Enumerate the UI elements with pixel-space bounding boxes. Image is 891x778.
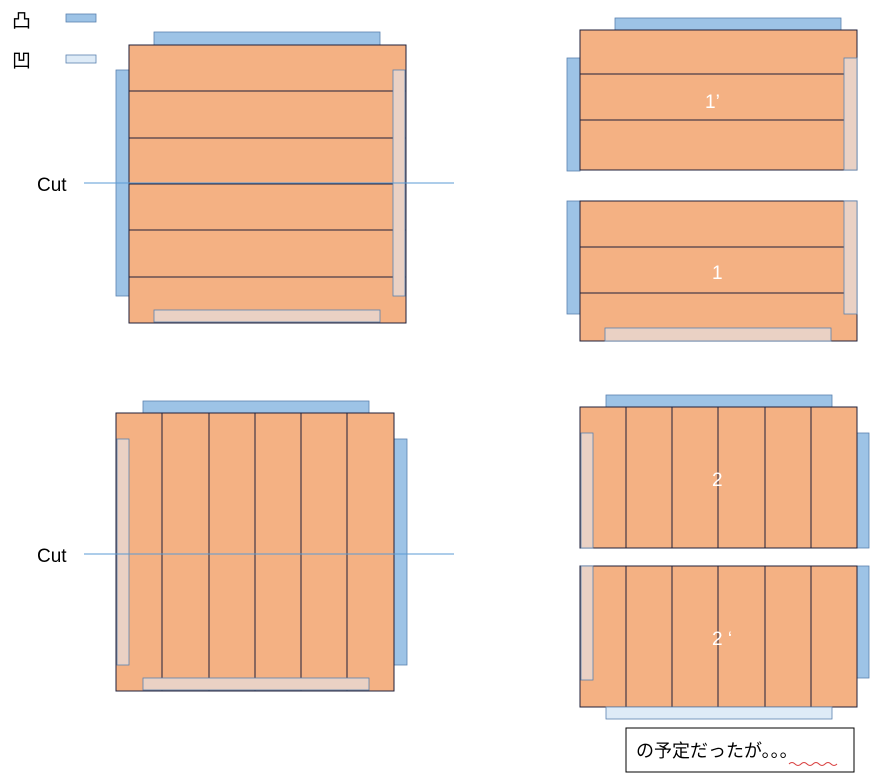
convex-tab-right: [856, 432, 870, 549]
board-panel: [579, 200, 858, 342]
legend-concave-swatch: [65, 54, 97, 64]
convex-tab-right: [856, 565, 870, 679]
piece-2: 2: [579, 394, 870, 549]
spellcheck-underline: [788, 762, 838, 766]
panel-horizontal-full: Cut: [37, 31, 454, 324]
note-frame: [625, 727, 855, 773]
cut-label: Cut: [37, 546, 67, 567]
convex-tab-left: [566, 200, 581, 315]
convex-tab-top: [142, 400, 370, 414]
board-panel: [579, 29, 858, 171]
legend-concave-symbol: 凹: [12, 50, 31, 72]
concave-groove-bottom: [153, 309, 381, 323]
legend-convex-swatch: [65, 13, 97, 23]
concave-groove-bottom: [605, 706, 833, 720]
legend: 凸 凹: [12, 10, 97, 72]
piece-label: 2: [712, 470, 723, 491]
concave-groove-right: [843, 200, 858, 315]
convex-tab-top: [614, 17, 842, 31]
convex-tab-left: [566, 57, 581, 172]
concave-groove-bottom: [604, 327, 832, 342]
piece-label: 1: [712, 263, 723, 284]
piece-label: 1’: [705, 92, 720, 113]
concave-groove-left: [580, 565, 594, 681]
convex-tab-top: [605, 394, 833, 408]
cut-label: Cut: [37, 175, 67, 196]
concave-groove-left: [116, 438, 130, 666]
concave-groove-left: [580, 432, 594, 549]
legend-convex-symbol: 凸: [12, 10, 31, 32]
panel-vertical-full: Cut: [37, 400, 454, 692]
note-text: の予定だったが。。。: [636, 741, 798, 762]
piece-2-prime: 2 ‘: [579, 565, 870, 720]
convex-tab-top: [153, 31, 381, 46]
concave-groove-right: [843, 57, 858, 171]
convex-tab-right: [393, 438, 408, 666]
concave-groove-bottom: [142, 677, 370, 691]
piece-label: 2 ‘: [712, 629, 732, 650]
piece-1-prime: 1’: [566, 17, 858, 172]
note-box: の予定だったが。。。: [625, 727, 855, 773]
piece-1: 1: [566, 200, 858, 342]
